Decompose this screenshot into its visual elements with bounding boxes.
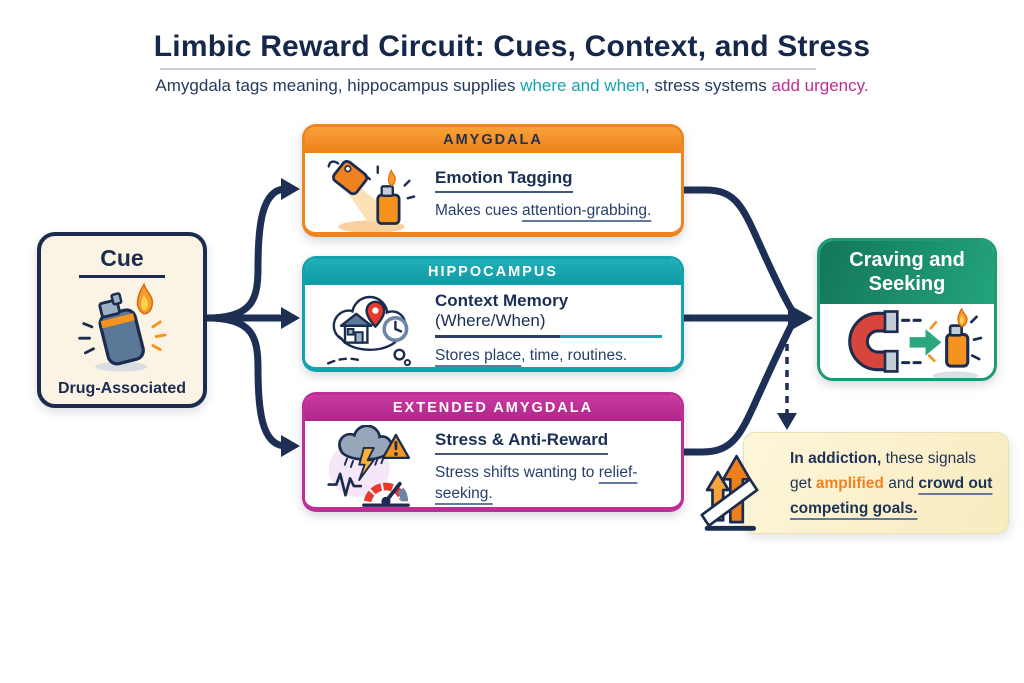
rising-arrows-icon [700,454,759,531]
amygdala-desc: Makes cues attention-grabbing. [435,202,652,220]
page-title: Limbic Reward Circuit: Cues, Context, an… [153,30,871,63]
extended-amygdala-title: Stress & Anti-Reward [435,430,609,455]
note-box-addiction: In addiction, these signals get amplifie… [743,432,1009,534]
cue-to-amygdala-arrow [203,185,288,322]
tag-spotlight-lighter-icon [311,157,435,232]
amygdala-to-outcome-arrow [679,186,797,316]
note-text: In addiction, these signals get amplifie… [790,450,993,518]
hippocampus-title-rule [435,335,663,338]
amygdala-title: Emotion Tagging [435,168,573,194]
title-divider [160,68,816,70]
arrowhead [281,435,300,457]
extended-amygdala-desc: Stress shifts wanting to relief-seeking. [435,463,638,502]
hippocampus-title: Context Memory (Where/When) [435,291,569,331]
region-box-hippocampus: HIPPOCAMPUS [302,256,684,372]
outcome-title-line2: Seeking [868,273,946,295]
storm-stress-gauge-icon [311,425,435,507]
arrowhead [281,178,300,200]
cue-box: Cue Drug-Associated [37,232,207,408]
cue-title-underline [79,275,165,278]
extended-amygdala-header: EXTENDED AMYGDALA [305,395,681,421]
arrowhead-down [777,413,797,430]
cue-to-extended-amygdala-arrow [203,314,288,450]
outcome-box-craving-and-seeking: Craving and Seeking [817,238,997,381]
drug-lighter-icon [78,282,167,372]
outcome-header: Craving and Seeking [820,241,994,304]
extended-amygdala-to-outcome-arrow [679,322,795,456]
hippocampus-header: HIPPOCAMPUS [305,259,681,285]
arrowhead [788,304,813,332]
cue-box-title: Cue [100,245,144,271]
page-subtitle: Amygdala tags meaning, hippocampus suppl… [155,76,869,95]
thought-bubble-place-time-icon [311,289,435,367]
hippocampus-desc: Stores place, time, routines. [435,346,628,364]
outcome-title-line1: Craving and [849,249,965,271]
amygdala-header: AMYGDALA [305,127,681,153]
magnet-attracts-lighter-icon [848,308,983,378]
region-box-extended-amygdala: EXTENDED AMYGDALA [302,392,684,512]
arrowhead [281,307,300,329]
region-box-amygdala: AMYGDALA [302,124,684,237]
cue-box-caption: Drug-Associated [57,379,187,397]
